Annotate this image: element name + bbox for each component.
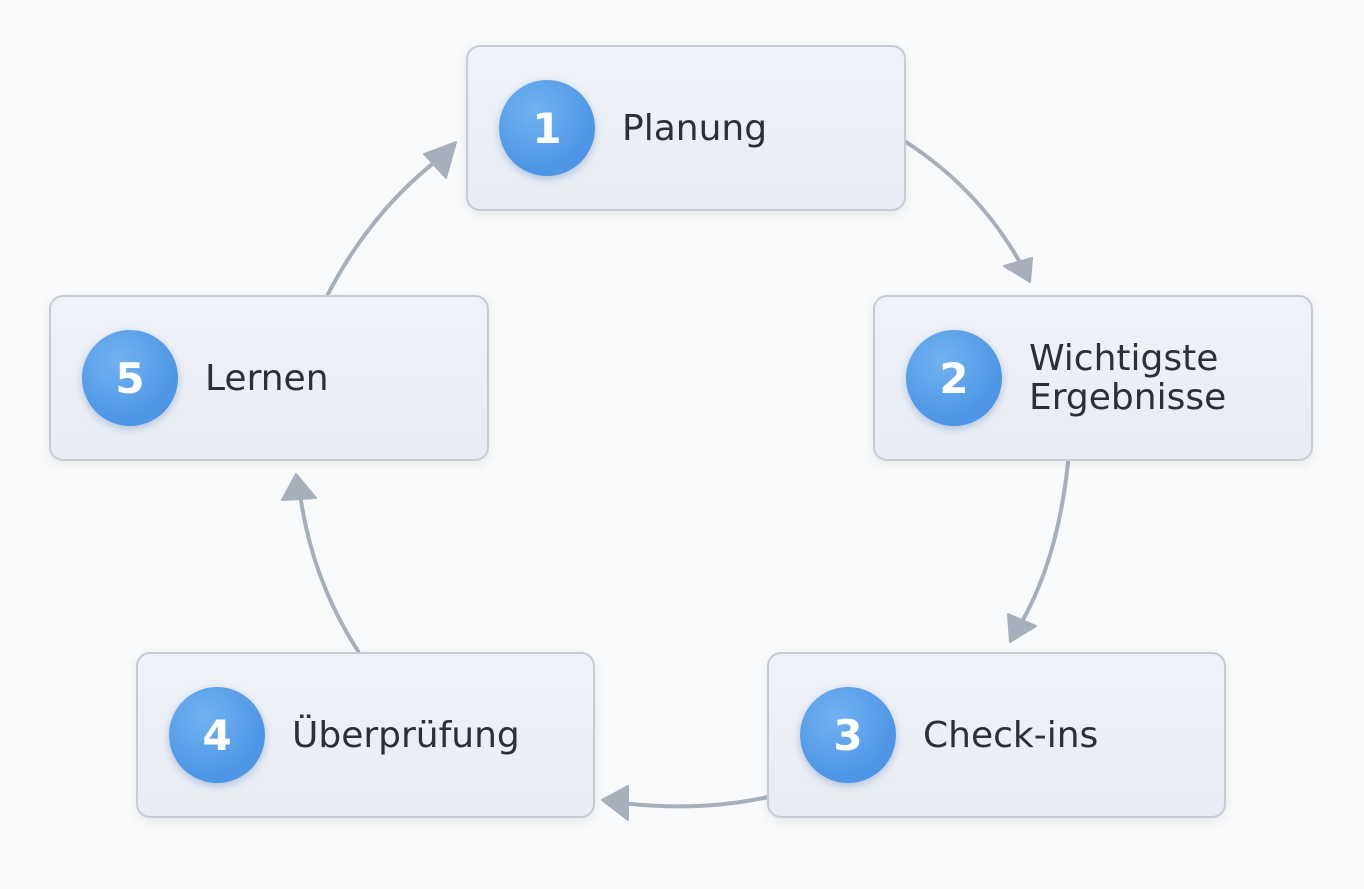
step-number-badge: 5 — [82, 330, 178, 426]
step-lernen: 5 Lernen — [49, 295, 489, 461]
arrow-4-to-5 — [281, 473, 360, 653]
step-check-ins: 3 Check-ins — [767, 652, 1226, 818]
step-label: Check-ins — [923, 714, 1099, 756]
step-label: Lernen — [205, 357, 329, 399]
step-number-badge: 1 — [499, 80, 595, 176]
arrow-3-to-4 — [601, 785, 770, 821]
step-label: Überprüfung — [292, 714, 520, 756]
arrow-5-to-1 — [326, 141, 457, 296]
arrow-2-to-3 — [1007, 460, 1070, 643]
step-label: Planung — [622, 107, 768, 149]
step-number-badge: 2 — [906, 330, 1002, 426]
step-number-badge: 3 — [800, 687, 896, 783]
step-number-badge: 4 — [169, 687, 265, 783]
step-ueberpruefung: 4 Überprüfung — [136, 652, 595, 818]
step-wichtigste-ergebnisse: 2 Wichtigste Ergebnisse — [873, 295, 1313, 461]
arrow-1-to-2 — [904, 140, 1033, 283]
step-label: Wichtigste Ergebnisse — [1029, 338, 1227, 418]
step-planung: 1 Planung — [466, 45, 906, 211]
